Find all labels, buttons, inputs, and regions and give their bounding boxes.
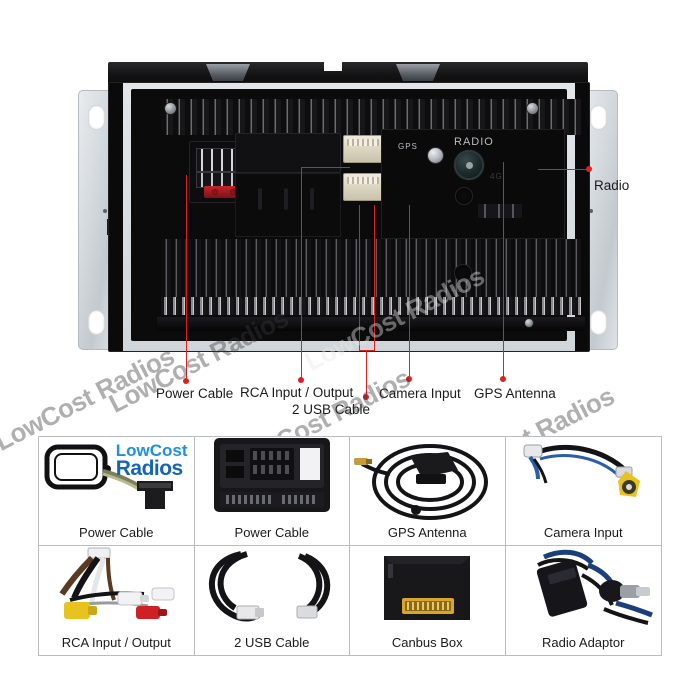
leader-dot-usb [363, 394, 369, 400]
vent-slot [310, 188, 314, 210]
accessory-cell-power-cable-iso[interactable]: LowCost Radios Power Cable [39, 437, 195, 546]
antenna-port-panel: GPS RADIO 4G [381, 129, 565, 239]
unit-chassis: GPS RADIO 4G 4G [108, 82, 590, 352]
leader-power-cable [186, 175, 188, 381]
heatsink-fins-middle [161, 239, 581, 299]
chassis-hole [455, 265, 471, 281]
vent-slot [258, 188, 262, 210]
leader-gps-antenna [503, 162, 505, 378]
center-plate-upper [235, 133, 341, 173]
mounting-clip-right [396, 64, 440, 81]
gps-antenna-jack [428, 148, 443, 163]
silkscreen-text-lower: 4G [451, 285, 464, 294]
bracket-pin [103, 209, 107, 213]
leader-usb-stem [366, 350, 368, 396]
accessory-grid: LowCost Radios Power Cable [38, 436, 662, 656]
radio-adaptor-icon [506, 549, 662, 629]
usb-cables-icon [195, 550, 350, 629]
radio-port-label: RADIO [454, 136, 494, 148]
accessory-label: Canbus Box [391, 635, 463, 650]
leader-camera-input [409, 205, 411, 378]
chassis-screw [527, 103, 538, 114]
accessory-cell-radio-adaptor[interactable]: Radio Adaptor [505, 546, 662, 655]
canbus-box-icon [350, 550, 505, 629]
top-rail-gap [324, 59, 342, 71]
leader-dot-gps-antenna [500, 376, 506, 382]
center-plate-lower [235, 173, 341, 237]
chassis-screw [165, 103, 176, 114]
callout-power-cable: Power Cable [156, 386, 234, 401]
callout-rca-input-output: RCA Input / Output [240, 385, 354, 400]
accessory-label: Radio Adaptor [542, 635, 625, 650]
leader-radio [538, 169, 589, 171]
accessory-label: 2 USB Cable [234, 635, 310, 650]
ivory-connector-a1 [343, 135, 383, 163]
bracket-hole [88, 105, 105, 130]
camera-lead-icon [506, 441, 662, 519]
callout-usb-cable: 2 USB Cable [292, 402, 371, 417]
accessory-label: Power Cable [234, 525, 309, 540]
logo-line-2: Radios [115, 457, 184, 481]
bracket-pin [589, 209, 593, 213]
leader-dot-camera-input [406, 376, 412, 382]
heatsink-fins-lower [161, 297, 581, 315]
brand-logo: LowCost Radios [115, 441, 188, 481]
panel-hole [456, 188, 472, 204]
leader-dot-radio [586, 166, 592, 172]
callout-camera-input: Camera Input [379, 386, 461, 401]
silkscreen-text: 4G [490, 172, 503, 181]
leader-usb-left [359, 205, 361, 351]
logo-line-1: LowCost [115, 441, 188, 460]
chassis-body: GPS RADIO 4G 4G [131, 89, 585, 341]
accessory-cell-usb-cables[interactable]: 2 USB Cable [194, 546, 350, 655]
chassis-bottom-lip [157, 317, 585, 331]
rca-harness-icon [39, 547, 194, 629]
callout-gps-antenna: GPS Antenna [474, 386, 556, 401]
accessory-cell-canbus-box[interactable]: Canbus Box [350, 546, 506, 655]
vent-slot [284, 188, 288, 210]
accessory-label: Power Cable [79, 525, 154, 540]
gps-antenna-icon [350, 441, 505, 520]
gps-port-label: GPS [398, 142, 418, 151]
accessory-cell-power-cable-quadlock[interactable]: Power Cable [194, 437, 350, 546]
accessory-cell-rca-harness[interactable]: RCA Input / Output [39, 546, 195, 655]
accessory-cell-camera-input[interactable]: Camera Input [505, 437, 662, 546]
ivory-connector-b1 [343, 173, 383, 201]
radio-antenna-jack [456, 152, 482, 178]
unit-top-rail [108, 62, 588, 84]
leader-rca-horizontal [301, 167, 350, 169]
leader-dot-rca [298, 377, 304, 383]
leader-rca-vertical [301, 167, 303, 380]
mounting-clip-left [206, 64, 250, 81]
callout-radio: Radio [594, 178, 630, 193]
accessory-label: Camera Input [543, 525, 623, 540]
leader-usb-right [374, 205, 376, 351]
bracket-hole [590, 105, 607, 130]
iso-plug-icon [39, 441, 194, 519]
accessory-cell-gps-antenna[interactable]: GPS Antenna [350, 437, 506, 546]
accessory-label: RCA Input / Output [61, 635, 171, 650]
bracket-hole [88, 310, 105, 335]
chassis-screw [525, 319, 533, 327]
quadlock-connector-icon [195, 438, 350, 519]
side-port-row [478, 204, 522, 218]
leader-dot-power-cable [183, 378, 189, 384]
bracket-hole [590, 310, 607, 335]
accessory-label: GPS Antenna [387, 525, 467, 540]
head-unit-rear-photo: GPS RADIO 4G 4G [78, 59, 618, 372]
